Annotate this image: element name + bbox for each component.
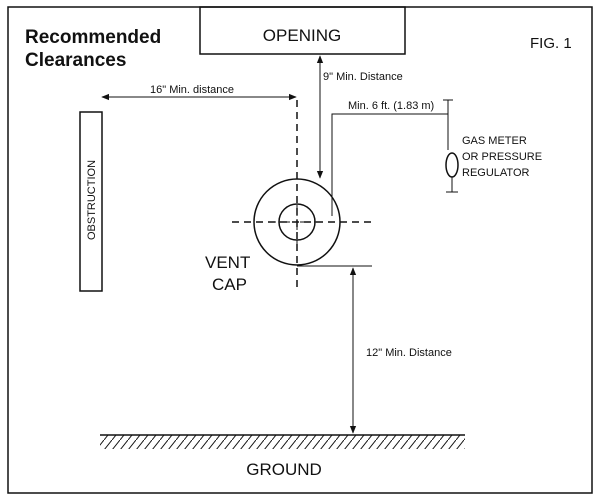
dimension-ground-label: 12" Min. Distance bbox=[366, 347, 452, 359]
figure-label: FIG. 1 bbox=[530, 35, 572, 52]
gas-meter-label-line2: OR PRESSURE bbox=[462, 151, 542, 163]
figure-title-line1: Recommended bbox=[25, 27, 161, 48]
dimension-gas-meter-label: Min. 6 ft. (1.83 m) bbox=[348, 100, 434, 112]
dimension-obstruction: 16" Min. distance bbox=[101, 84, 297, 101]
dimension-opening-label: 9" Min. Distance bbox=[323, 71, 403, 83]
obstruction-label: OBSTRUCTION bbox=[86, 160, 98, 240]
gas-meter-label-line3: REGULATOR bbox=[462, 167, 529, 179]
dimension-obstruction-label: 16" Min. distance bbox=[150, 84, 234, 96]
ground: GROUND bbox=[100, 434, 465, 479]
opening-label: OPENING bbox=[263, 26, 341, 45]
vent-cap bbox=[253, 178, 341, 266]
opening: OPENING bbox=[199, 6, 406, 55]
figure-title-line2: Clearances bbox=[25, 50, 126, 71]
dimension-gas-meter: Min. 6 ft. (1.83 m) bbox=[331, 99, 453, 216]
gas-meter-label-line1: GAS METER bbox=[462, 135, 527, 147]
dimension-opening: 9" Min. Distance bbox=[316, 55, 403, 179]
gas-meter: GAS METER OR PRESSURE REGULATOR bbox=[445, 135, 542, 193]
figure-border bbox=[7, 6, 593, 494]
dimension-ground: 12" Min. Distance bbox=[297, 265, 452, 434]
obstruction: OBSTRUCTION bbox=[79, 111, 103, 292]
ground-label: GROUND bbox=[246, 460, 322, 479]
vent-cap-label-line2: CAP bbox=[212, 275, 247, 294]
vent-cap-label-line1: VENT bbox=[205, 253, 250, 272]
